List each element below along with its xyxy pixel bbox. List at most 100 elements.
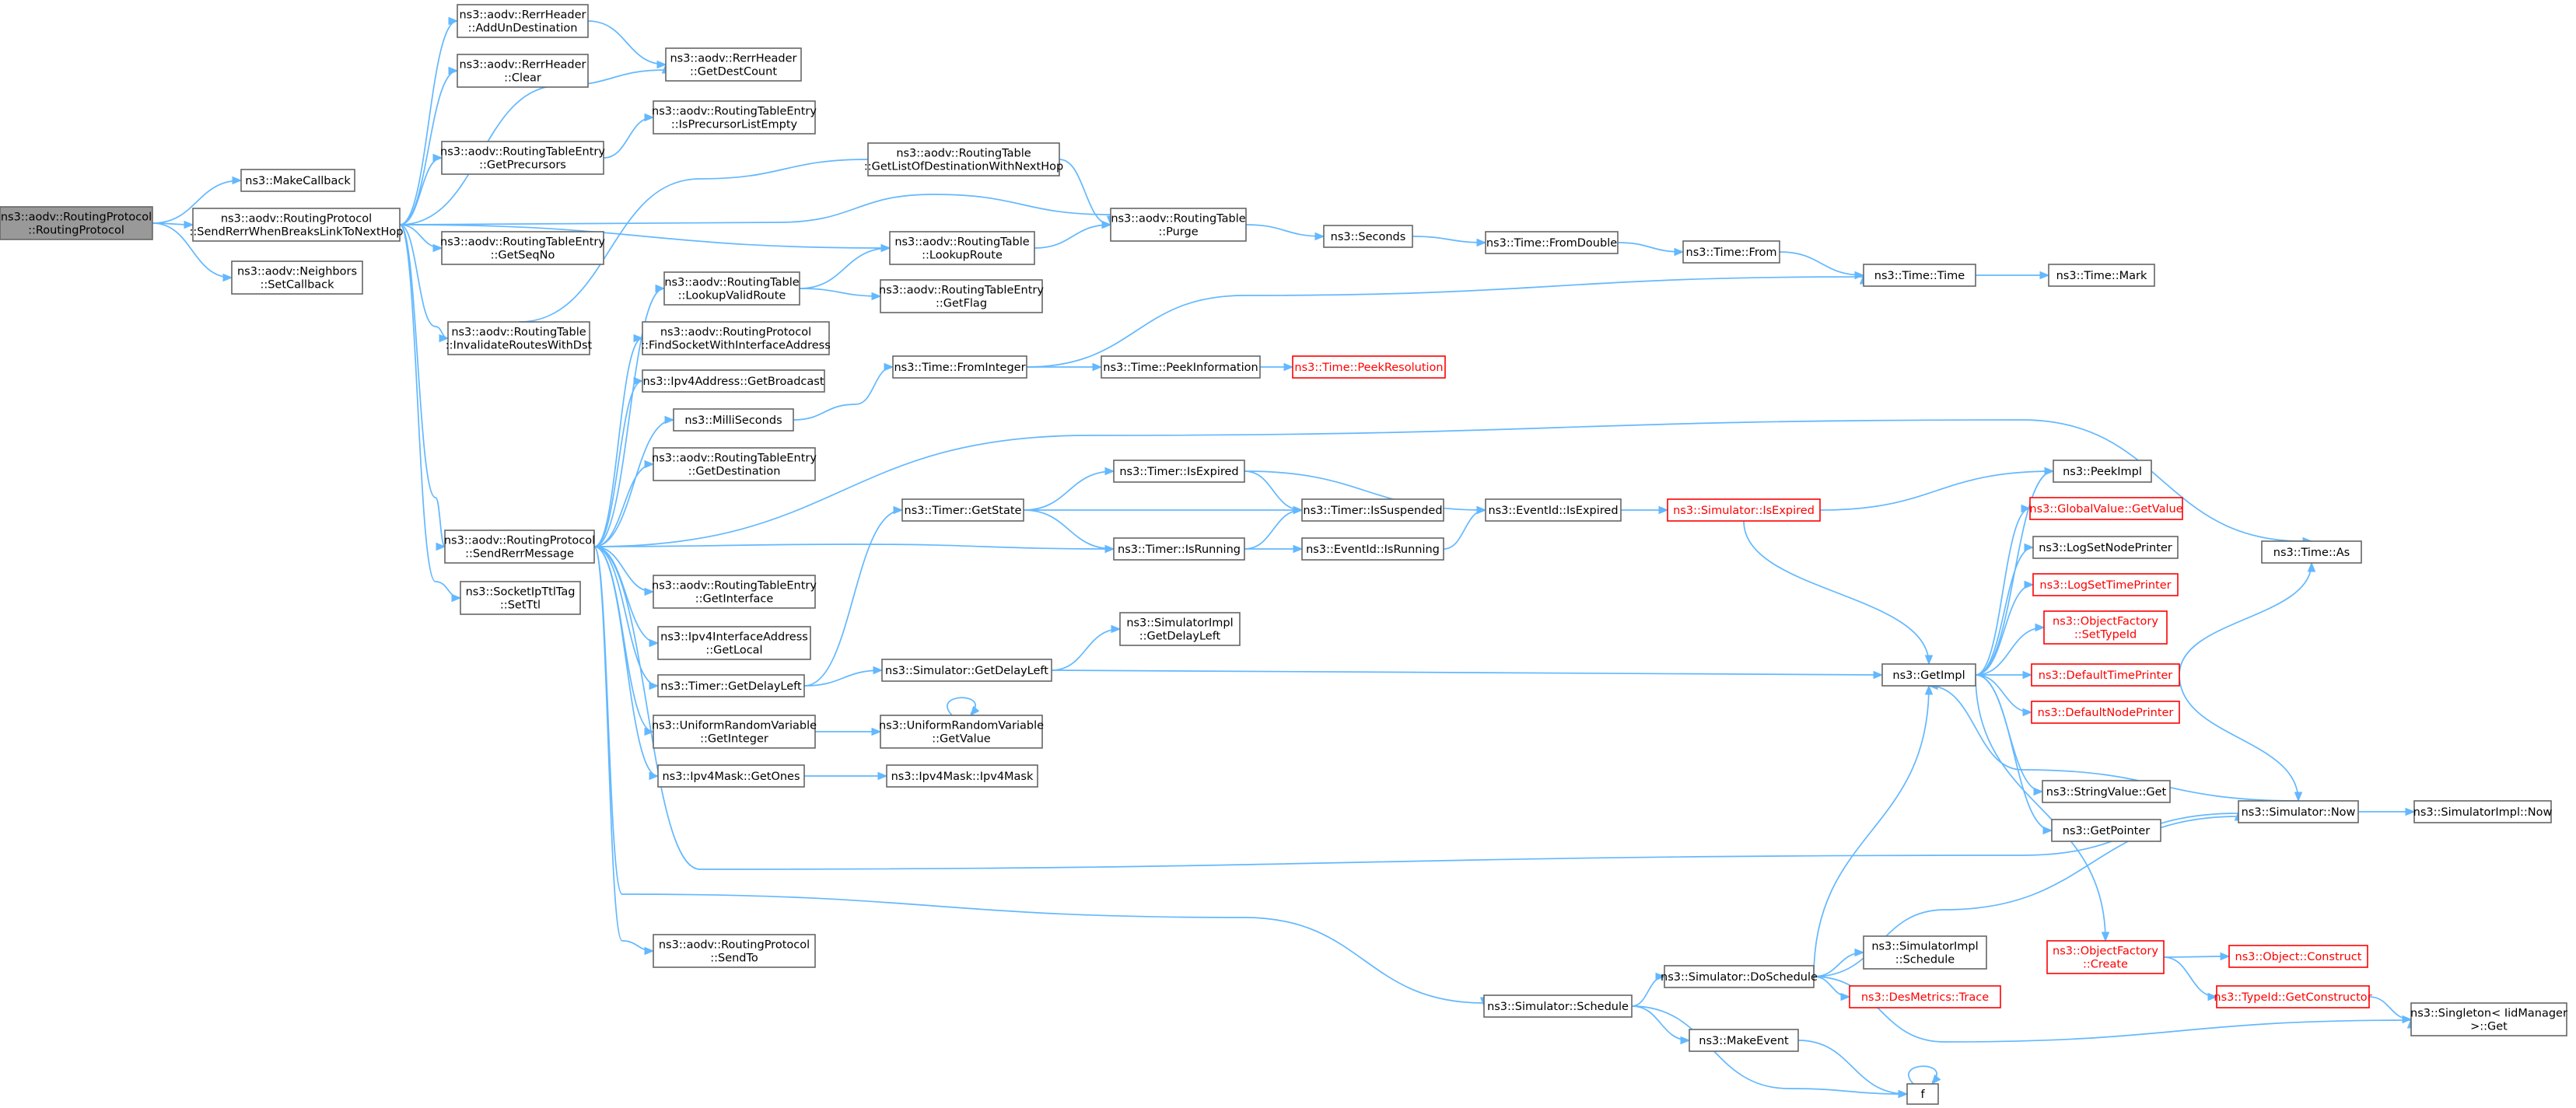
edge-sendrerr-to-timeas — [593, 419, 2313, 547]
edge-arrowhead — [884, 362, 894, 372]
node-timemark[interactable]: ns3::Time::Mark — [2048, 264, 2155, 287]
node-gvget[interactable]: ns3::GlobalValue::GetValue — [2029, 497, 2183, 520]
node-simimpldelay[interactable]: ns3::SimulatorImpl::GetDelayLeft — [1119, 612, 1241, 646]
node-rerrclear[interactable]: ns3::aodv::RerrHeader::Clear — [457, 54, 589, 88]
node-rteisprec[interactable]: ns3::aodv::RoutingTableEntry::IsPrecurso… — [652, 100, 817, 135]
node-box — [1483, 994, 1633, 1018]
node-getimpl[interactable]: ns3::GetImpl — [1881, 663, 1976, 687]
node-singleton[interactable]: ns3::Singleton< IidManager >::Get — [2410, 1002, 2567, 1036]
node-getptr[interactable]: ns3::GetPointer — [2051, 819, 2161, 842]
node-box — [1110, 208, 1247, 242]
node-evexpired[interactable]: ns3::EventId::IsExpired — [1485, 498, 1622, 522]
node-simimplnow[interactable]: ns3::SimulatorImpl::Now — [2413, 800, 2553, 823]
node-box — [1664, 965, 1815, 988]
node-rtlookup[interactable]: ns3::aodv::RoutingTable::LookupRoute — [889, 231, 1035, 265]
node-dosched[interactable]: ns3::Simulator::DoSchedule — [1661, 965, 1818, 988]
node-makeevent[interactable]: ns3::MakeEvent — [1689, 1029, 1799, 1052]
node-label: >::Get — [2470, 1021, 2508, 1033]
node-srwb[interactable]: ns3::aodv::RoutingProtocol::SendRerrWhen… — [189, 208, 404, 242]
node-rteflag[interactable]: ns3::aodv::RoutingTableEntry::GetFlag — [879, 279, 1044, 313]
edge-line — [1443, 509, 1486, 550]
node-label: ::AddUnDestination — [468, 23, 578, 35]
node-simimplsched[interactable]: ns3::SimulatorImpl::Schedule — [1863, 935, 1987, 970]
node-rtedest[interactable]: ns3::aodv::RoutingTableEntry::GetDestina… — [652, 447, 817, 481]
node-timerrun[interactable]: ns3::Timer::IsRunning — [1113, 537, 1245, 561]
edge-arrowhead — [2042, 826, 2053, 835]
node-fromint[interactable]: ns3::Time::FromInteger — [892, 355, 1027, 379]
node-simdelay[interactable]: ns3::Simulator::GetDelayLeft — [881, 659, 1052, 682]
node-ifacelocal[interactable]: ns3::Ipv4InterfaceAddress::GetLocal — [657, 626, 811, 660]
node-simexpired[interactable]: ns3::Simulator::IsExpired — [1667, 498, 1821, 522]
node-seconds[interactable]: ns3::Seconds — [1323, 225, 1413, 248]
node-rtgetlist[interactable]: ns3::aodv::RoutingTable::GetListOfDestin… — [864, 142, 1063, 177]
node-rtegetprec[interactable]: ns3::aodv::RoutingTableEntry::GetPrecurs… — [440, 141, 605, 175]
node-objconstruct[interactable]: ns3::Object::Construct — [2228, 945, 2368, 968]
node-timeas[interactable]: ns3::Time::As — [2261, 540, 2362, 564]
node-label: ns3::Object::Construct — [2235, 951, 2362, 963]
node-rtlookupvalid[interactable]: ns3::aodv::RoutingTable::LookupValidRout… — [663, 271, 800, 306]
node-peekimpl[interactable]: ns3::PeekImpl — [2053, 460, 2152, 483]
node-urvint[interactable]: ns3::UniformRandomVariable::GetInteger — [652, 715, 817, 749]
node-simnow[interactable]: ns3::Simulator::Now — [2238, 800, 2359, 823]
node-timefrom[interactable]: ns3::Time::From — [1682, 240, 1780, 264]
node-box — [2228, 945, 2368, 968]
node-findsock[interactable]: ns3::aodv::RoutingProtocol::FindSocketWi… — [641, 321, 831, 355]
node-timersusp[interactable]: ns3::Timer::IsSuspended — [1301, 498, 1444, 522]
node-sendto[interactable]: ns3::aodv::RoutingProtocol::SendTo — [653, 934, 816, 968]
node-box — [1113, 537, 1245, 561]
edge-arrowhead — [1655, 972, 1666, 981]
edge-simdelay-to-simimpldelay — [1051, 624, 1122, 671]
node-milli[interactable]: ns3::MilliSeconds — [673, 408, 794, 432]
node-box — [2043, 610, 2168, 645]
node-timerexpired[interactable]: ns3::Timer::IsExpired — [1113, 460, 1245, 483]
node-rtpurge[interactable]: ns3::aodv::RoutingTable::Purge — [1110, 208, 1247, 242]
node-typector[interactable]: ns3::TypeId::GetConstructor — [2214, 985, 2372, 1008]
node-ofsettype[interactable]: ns3::ObjectFactory::SetTypeId — [2043, 610, 2168, 645]
node-box — [1682, 240, 1780, 264]
node-ipv4bcast[interactable]: ns3::Ipv4Address::GetBroadcast — [642, 369, 825, 393]
node-timerstate[interactable]: ns3::Timer::GetState — [901, 498, 1024, 522]
edge-line — [1975, 547, 2034, 676]
node-label: ns3::aodv::RoutingTable — [451, 327, 586, 339]
node-label: ns3::Time::Time — [1874, 270, 1965, 282]
node-box — [1485, 498, 1622, 522]
node-timerdelay[interactable]: ns3::Timer::GetDelayLeft — [657, 674, 805, 697]
node-rteiface[interactable]: ns3::aodv::RoutingTableEntry::GetInterfa… — [652, 575, 817, 609]
node-rerradd[interactable]: ns3::aodv::RerrHeader::AddUnDestination — [457, 4, 589, 38]
node-rteseq[interactable]: ns3::aodv::RoutingTableEntry::GetSeqNo — [440, 231, 605, 265]
edge-simsched-to-makeevent — [1631, 1005, 1691, 1045]
node-strget[interactable]: ns3::StringValue::Get — [2042, 780, 2171, 803]
node-fromdouble[interactable]: ns3::Time::FromDouble — [1485, 231, 1619, 254]
edge-arrowhead — [1092, 362, 1103, 372]
node-root[interactable]: ns3::aodv::RoutingProtocol::RoutingProto… — [0, 206, 153, 240]
node-urvval[interactable]: ns3::UniformRandomVariable::GetValue — [879, 715, 1044, 749]
node-box — [1101, 355, 1261, 379]
node-label: ns3::aodv::RoutingTableEntry — [652, 580, 817, 592]
node-ofcreate[interactable]: ns3::ObjectFactory::Create — [2046, 940, 2165, 974]
node-f[interactable]: f — [1906, 1083, 1939, 1105]
node-box — [457, 54, 589, 88]
node-simsched[interactable]: ns3::Simulator::Schedule — [1483, 994, 1633, 1018]
node-nbrs[interactable]: ns3::aodv::Neighbors::SetCallback — [231, 260, 363, 295]
edge-arrowhead — [451, 593, 462, 603]
node-lognode[interactable]: ns3::LogSetNodePrinter — [2032, 536, 2179, 559]
node-label: ::IsPrecursorListEmpty — [671, 119, 798, 131]
node-timetime[interactable]: ns3::Time::Time — [1863, 264, 1976, 287]
node-evrun[interactable]: ns3::EventId::IsRunning — [1301, 537, 1444, 561]
node-peekinfo[interactable]: ns3::Time::PeekInformation — [1101, 355, 1261, 379]
node-sockttl[interactable]: ns3::SocketIpTtlTag::SetTtl — [460, 581, 581, 615]
node-label: ns3::aodv::RoutingProtocol — [1, 211, 152, 224]
node-maskones[interactable]: ns3::Ipv4Mask::GetOnes — [657, 764, 805, 788]
node-rerrcount[interactable]: ns3::aodv::RerrHeader::GetDestCount — [665, 47, 802, 82]
edge-line — [1975, 674, 2106, 942]
node-makecb[interactable]: ns3::MakeCallback — [240, 169, 355, 192]
node-logtime[interactable]: ns3::LogSetTimePrinter — [2032, 573, 2179, 596]
node-rtinval[interactable]: ns3::aodv::RoutingTable::InvalidateRoute… — [446, 321, 593, 355]
node-defnode[interactable]: ns3::DefaultNodePrinter — [2031, 701, 2180, 724]
node-destrace[interactable]: ns3::DesMetrics::Trace — [1849, 985, 2001, 1008]
node-sendrerr[interactable]: ns3::aodv::RoutingProtocol::SendRerrMess… — [444, 530, 595, 564]
node-peekres[interactable]: ns3::Time::PeekResolution — [1292, 355, 1446, 379]
node-maskctor[interactable]: ns3::Ipv4Mask::Ipv4Mask — [886, 764, 1038, 788]
edge-arrowhead — [1924, 655, 1934, 666]
node-deftime[interactable]: ns3::DefaultTimePrinter — [2031, 663, 2180, 687]
